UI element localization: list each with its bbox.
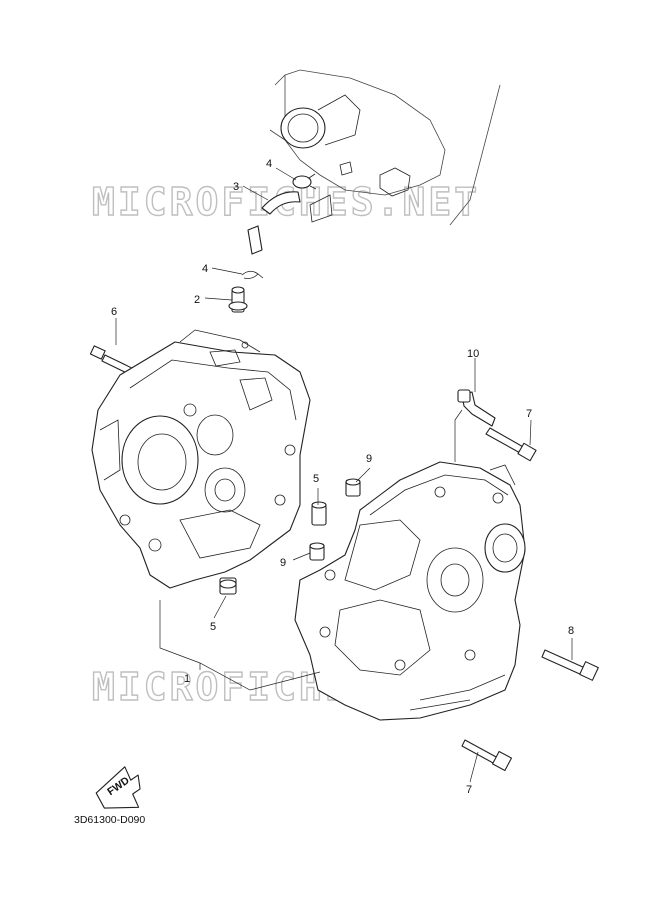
callout-4-upper: 4 — [266, 158, 272, 170]
right-crankcase — [294, 461, 526, 721]
left-crankcase — [91, 329, 311, 589]
engine-ghost-outline — [269, 69, 501, 226]
part-7-bolt-upper — [485, 427, 537, 462]
reference-code: 3D61300-D090 — [74, 814, 145, 826]
part-4-clip-upper — [292, 173, 317, 190]
callout-10: 10 — [467, 348, 479, 360]
callout-6: 6 — [111, 306, 117, 318]
part-10-bracket — [457, 389, 496, 427]
part-5-dowel-lower — [219, 577, 237, 595]
part-8-bolt — [541, 649, 599, 681]
callout-8: 8 — [568, 625, 574, 637]
part-7-bolt-lower — [461, 739, 513, 772]
part-3-breather-hose — [247, 191, 301, 255]
leader-lines — [115, 167, 573, 783]
callout-7-upper: 7 — [526, 408, 532, 420]
callout-5-upper: 5 — [313, 473, 319, 485]
callout-7-lower: 7 — [466, 784, 472, 796]
part-2-breather-pipe — [228, 286, 248, 313]
part-5-dowel-upper — [311, 501, 327, 526]
part-4-clip-lower — [241, 270, 264, 279]
callout-1: 1 — [184, 673, 190, 685]
part-9-dowel-lower — [309, 542, 325, 561]
callout-4-lower: 4 — [202, 263, 208, 275]
callout-9-lower: 9 — [280, 557, 286, 569]
callout-3: 3 — [233, 181, 239, 193]
callout-5-lower: 5 — [210, 621, 216, 633]
forward-arrow-icon: FWD — [95, 766, 141, 809]
part-9-dowel-upper — [345, 478, 361, 497]
callout-9-upper: 9 — [366, 453, 372, 465]
callout-2: 2 — [194, 294, 200, 306]
